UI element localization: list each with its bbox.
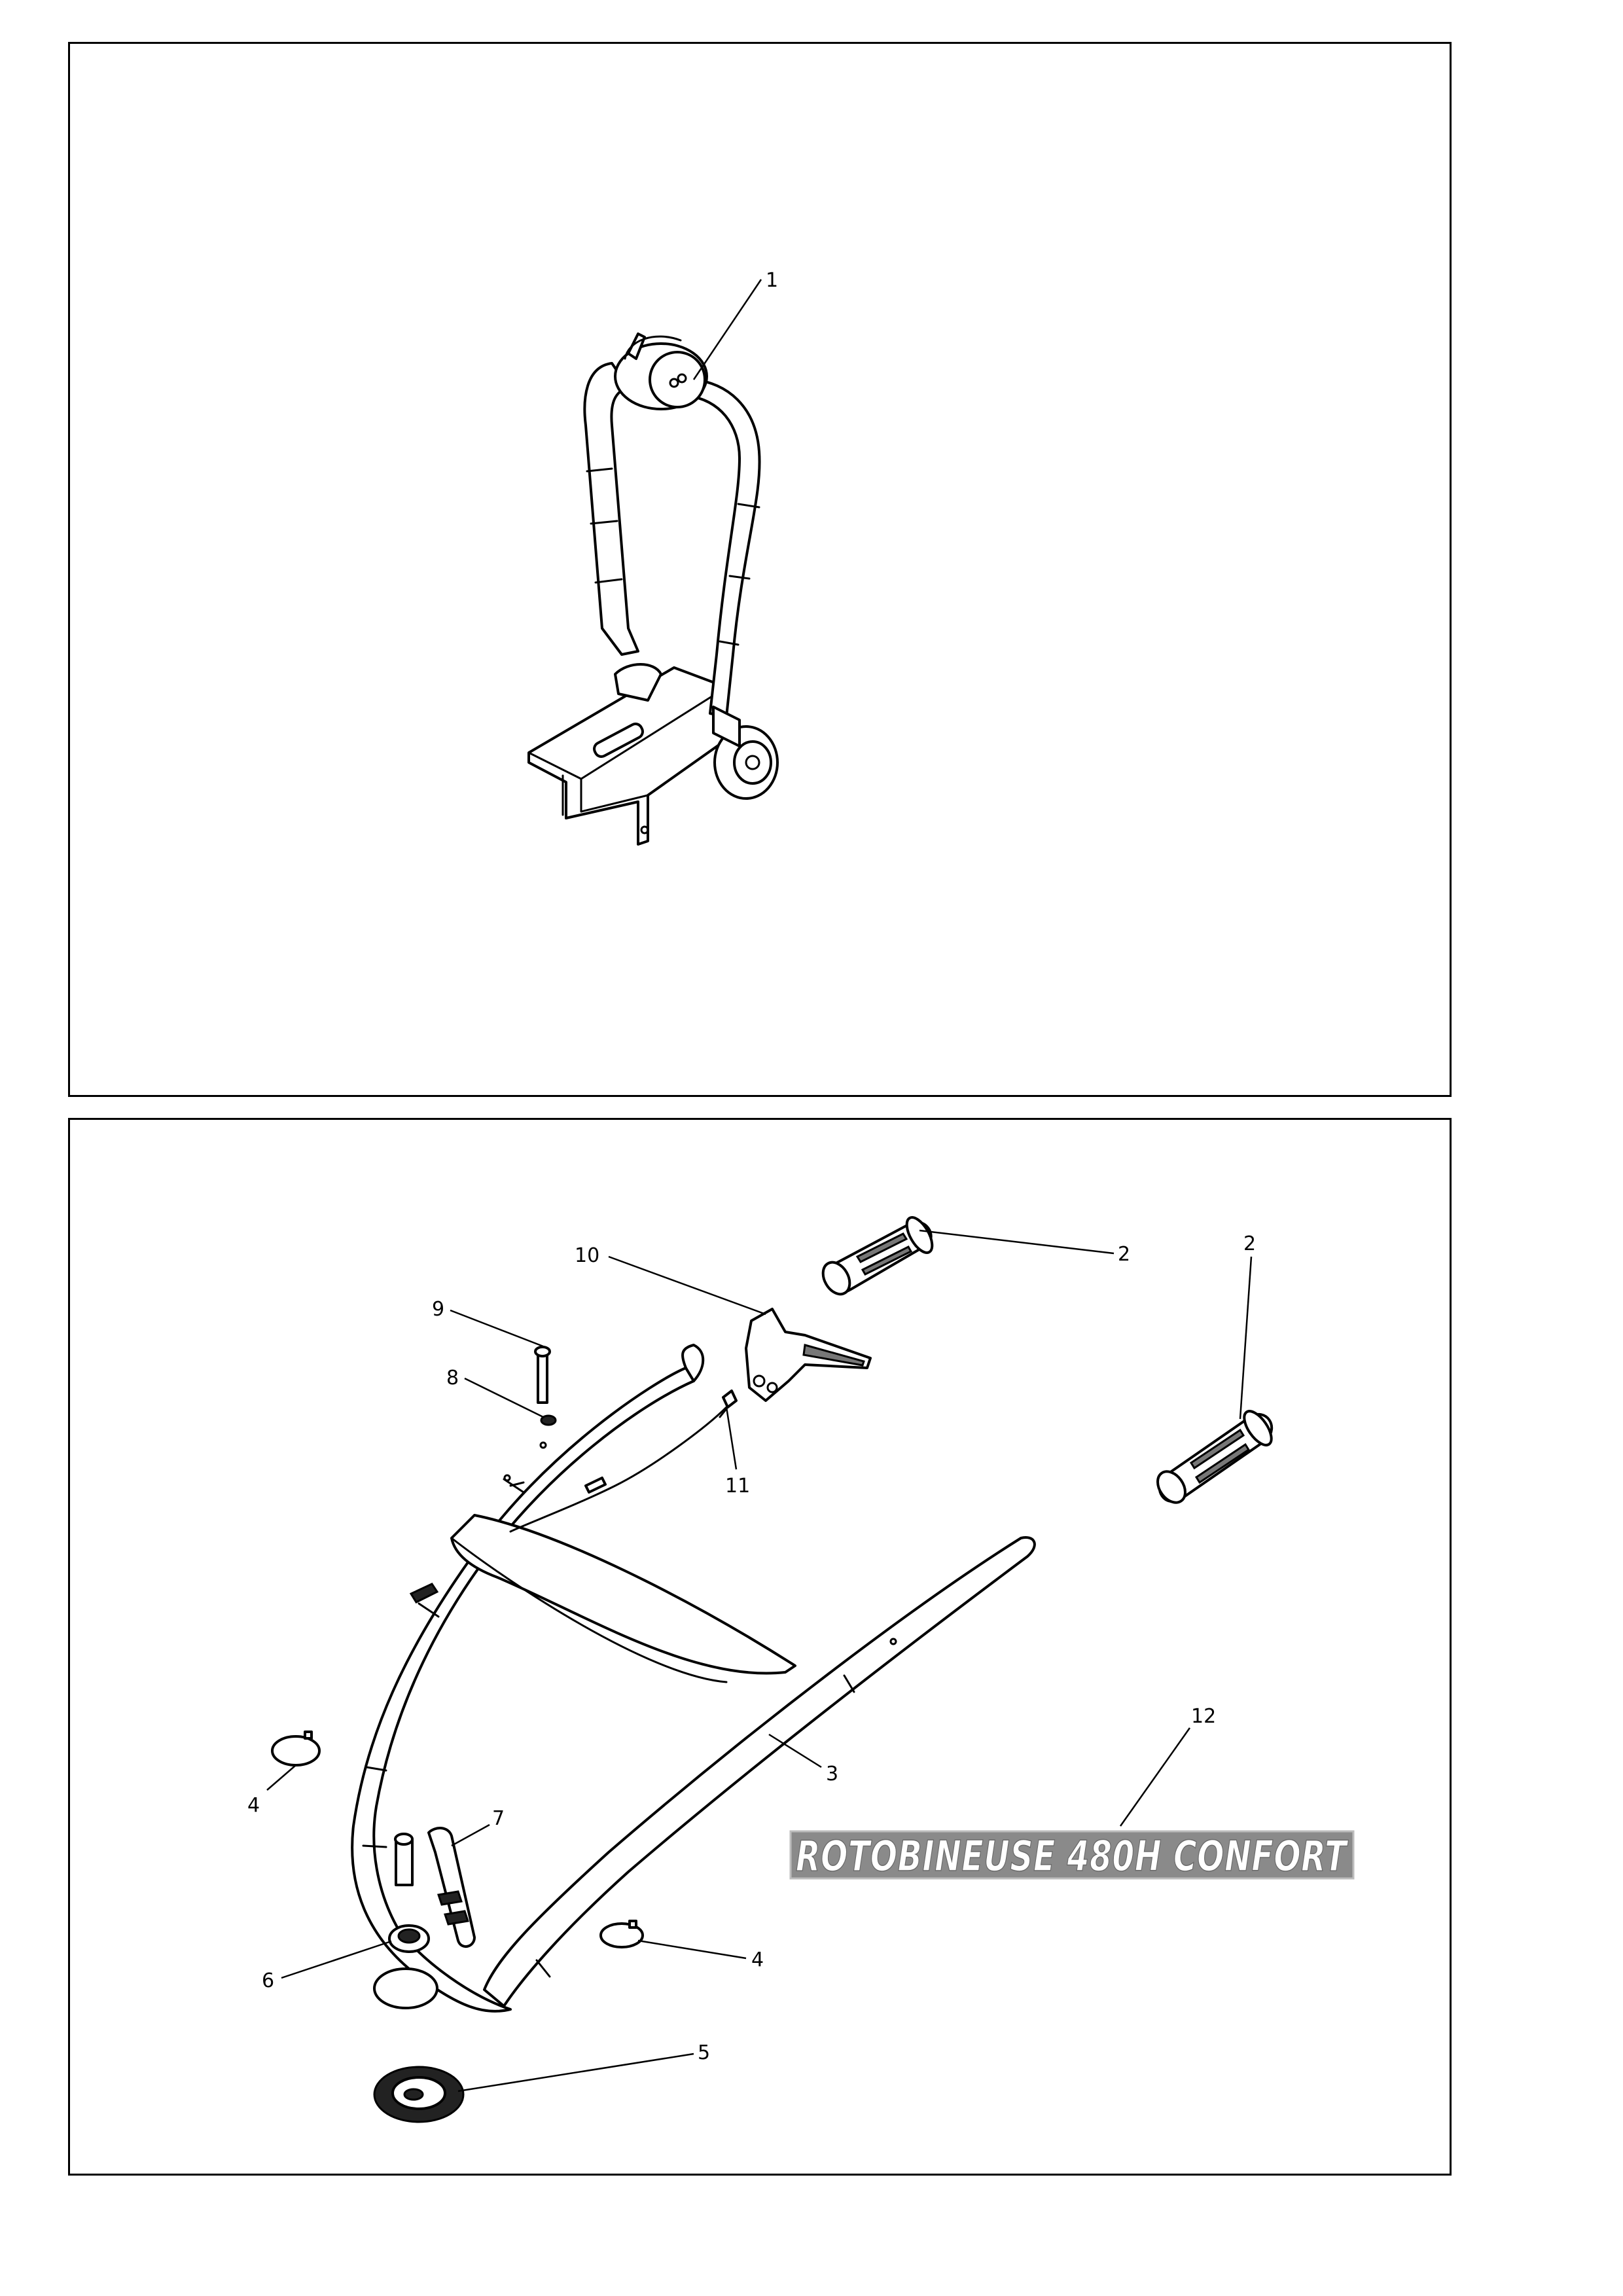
hose-clamp-right (599, 1920, 644, 1948)
callout-11: 11 (725, 1475, 750, 1498)
threaded-stud (409, 1583, 439, 1604)
cable-end-fitting (719, 1390, 738, 1418)
decal-background (791, 1831, 1353, 1878)
grommet (388, 1924, 430, 1953)
right-handlebar-tube (483, 1536, 1036, 2007)
tube-foot (373, 1967, 438, 2009)
callout-10: 10 (575, 1244, 599, 1267)
top-diagram-panel (68, 42, 1452, 1097)
callout-9: 9 (432, 1298, 444, 1321)
handle-grip-right (1156, 1410, 1274, 1504)
hose-clamp-left (271, 1731, 321, 1767)
callout-4-left: 4 (247, 1794, 260, 1817)
handle-adjuster-assembly (527, 332, 779, 846)
callout-7: 7 (492, 1807, 505, 1830)
handle-grip-upper (821, 1216, 934, 1296)
callout-12: 12 (1191, 1705, 1216, 1728)
handlebar-frame (351, 1344, 1036, 2013)
callout-2-right: 2 (1243, 1232, 1256, 1255)
left-lower-hub (614, 663, 662, 702)
bolt (534, 1346, 551, 1404)
callout-4-right: 4 (751, 1948, 764, 1971)
decal-text: ROTOBINEUSE 480H CONFORT (796, 1833, 1349, 1881)
right-arm-tube (686, 378, 761, 718)
callout-6: 6 (262, 1969, 274, 1992)
model-decal: ROTOBINEUSE 480H CONFORT (789, 1830, 1355, 1882)
callout-3: 3 (826, 1763, 838, 1785)
plate-slot (593, 723, 644, 758)
left-arm-tube (583, 362, 639, 656)
callout-5: 5 (698, 2041, 710, 2064)
callout-1: 1 (766, 269, 778, 292)
cross-brace-plate (450, 1514, 796, 1675)
left-handlebar-tube (351, 1367, 695, 2013)
washer (540, 1414, 557, 1426)
callout-8: 8 (446, 1367, 459, 1390)
throttle-cable (509, 1406, 728, 1533)
callout-2-upper: 2 (1118, 1243, 1130, 1266)
end-cap (373, 2066, 465, 2123)
lever-pin-assembly (394, 1827, 476, 1948)
throttle-lever (745, 1308, 872, 1402)
